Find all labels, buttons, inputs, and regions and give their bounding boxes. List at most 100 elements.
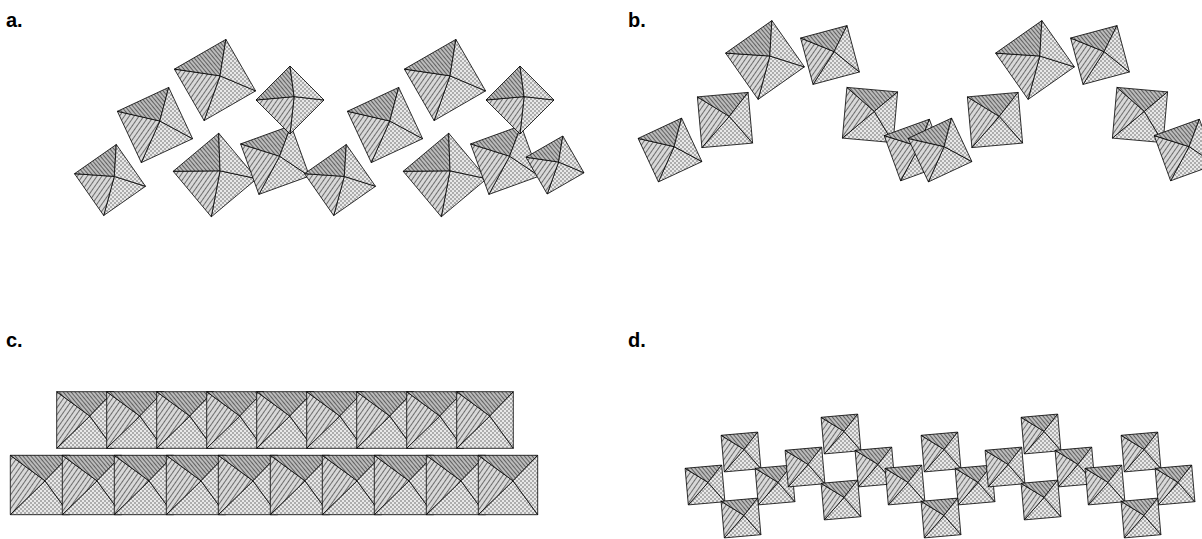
octahedron <box>10 455 69 514</box>
octahedron-face <box>808 447 825 484</box>
octahedron-face <box>726 21 772 56</box>
octahedron-face <box>486 66 524 100</box>
octahedron-face <box>726 53 770 99</box>
octahedron-face <box>520 97 554 134</box>
octahedron-face <box>1144 432 1161 469</box>
octahedron <box>821 414 861 454</box>
octahedron-face <box>996 53 1040 99</box>
octahedron <box>218 455 277 514</box>
octahedron-face <box>75 145 117 177</box>
octahedron-face <box>1008 447 1025 484</box>
octahedron-face <box>844 414 861 451</box>
octahedron-face <box>174 69 220 121</box>
octahedron <box>75 145 146 216</box>
octahedron <box>107 392 164 449</box>
octahedron-face <box>220 39 256 91</box>
octahedron-face <box>999 92 1022 143</box>
octahedron <box>721 498 761 538</box>
octahedron <box>801 26 860 85</box>
octahedron-face <box>174 39 226 75</box>
octahedron-face <box>305 145 347 177</box>
octahedron <box>921 498 961 538</box>
octahedron-face <box>490 392 514 449</box>
octahedron <box>486 66 554 134</box>
octahedron <box>166 455 225 514</box>
octahedron <box>1154 119 1202 181</box>
octahedron-face <box>834 26 859 72</box>
octahedron-face <box>944 118 972 162</box>
octahedron-face <box>403 133 450 171</box>
octahedron <box>1155 465 1195 505</box>
octahedron-face <box>160 87 193 138</box>
octahedron-face <box>1044 480 1061 517</box>
octahedron-face <box>944 432 961 469</box>
octahedron <box>921 432 961 472</box>
octahedron <box>697 92 752 147</box>
octahedron <box>270 455 329 514</box>
octahedron <box>821 480 861 520</box>
octahedron-face <box>280 126 310 177</box>
octahedron <box>638 118 702 182</box>
octahedron-face <box>390 87 423 138</box>
octahedron <box>307 392 364 449</box>
octahedron-face <box>770 21 805 67</box>
octahedron-face <box>404 39 456 75</box>
octahedron-face <box>1144 498 1161 535</box>
octahedron <box>157 392 214 449</box>
octahedron <box>407 392 464 449</box>
octahedron-face <box>513 455 538 514</box>
octahedron-face <box>1040 21 1075 67</box>
octahedron-face <box>305 174 345 216</box>
octahedron-face <box>75 174 115 216</box>
octahedron <box>174 39 255 120</box>
octahedron <box>207 392 264 449</box>
octahedron <box>726 21 805 100</box>
octahedron-face <box>486 97 524 134</box>
octahedron <box>685 465 725 505</box>
octahedron-face <box>1104 26 1129 72</box>
octahedron <box>721 432 761 472</box>
octahedron-face <box>944 498 961 535</box>
octahedron <box>478 455 537 514</box>
octahedron-face <box>404 69 450 121</box>
octahedron <box>967 92 1022 147</box>
octahedron-face <box>290 66 324 100</box>
octahedron <box>357 392 414 449</box>
octahedron-face <box>708 465 725 502</box>
octahedron <box>57 392 114 449</box>
octahedron-face <box>844 480 861 517</box>
octahedron-face <box>450 39 486 91</box>
octahedron <box>885 465 925 505</box>
octahedron <box>374 455 433 514</box>
octahedron-face <box>290 97 324 134</box>
octahedron-face <box>173 133 220 171</box>
octahedron <box>117 87 192 162</box>
panel-label: a. <box>6 10 23 30</box>
octahedron <box>404 39 485 120</box>
octahedron-face <box>403 171 450 217</box>
panel-label: d. <box>628 330 646 350</box>
octahedron <box>257 392 314 449</box>
octahedron <box>305 145 376 216</box>
octahedron <box>457 392 514 449</box>
octahedron-face <box>908 465 925 502</box>
octahedron-face <box>674 118 702 162</box>
octahedron <box>1071 26 1130 85</box>
octahedron <box>985 447 1025 487</box>
octahedron <box>908 118 972 182</box>
octahedron-face <box>744 432 761 469</box>
octahedron-face <box>256 66 294 100</box>
octahedron-face <box>996 21 1042 56</box>
octahedron <box>785 447 825 487</box>
octahedron-face <box>559 136 584 173</box>
panel-label: b. <box>628 10 646 30</box>
octahedron-face <box>526 157 559 194</box>
octahedron <box>1121 498 1161 538</box>
octahedron <box>996 21 1075 100</box>
octahedron-face <box>520 66 554 100</box>
octahedron <box>62 455 121 514</box>
octahedron-face <box>729 92 752 143</box>
octahedron <box>1021 414 1061 454</box>
